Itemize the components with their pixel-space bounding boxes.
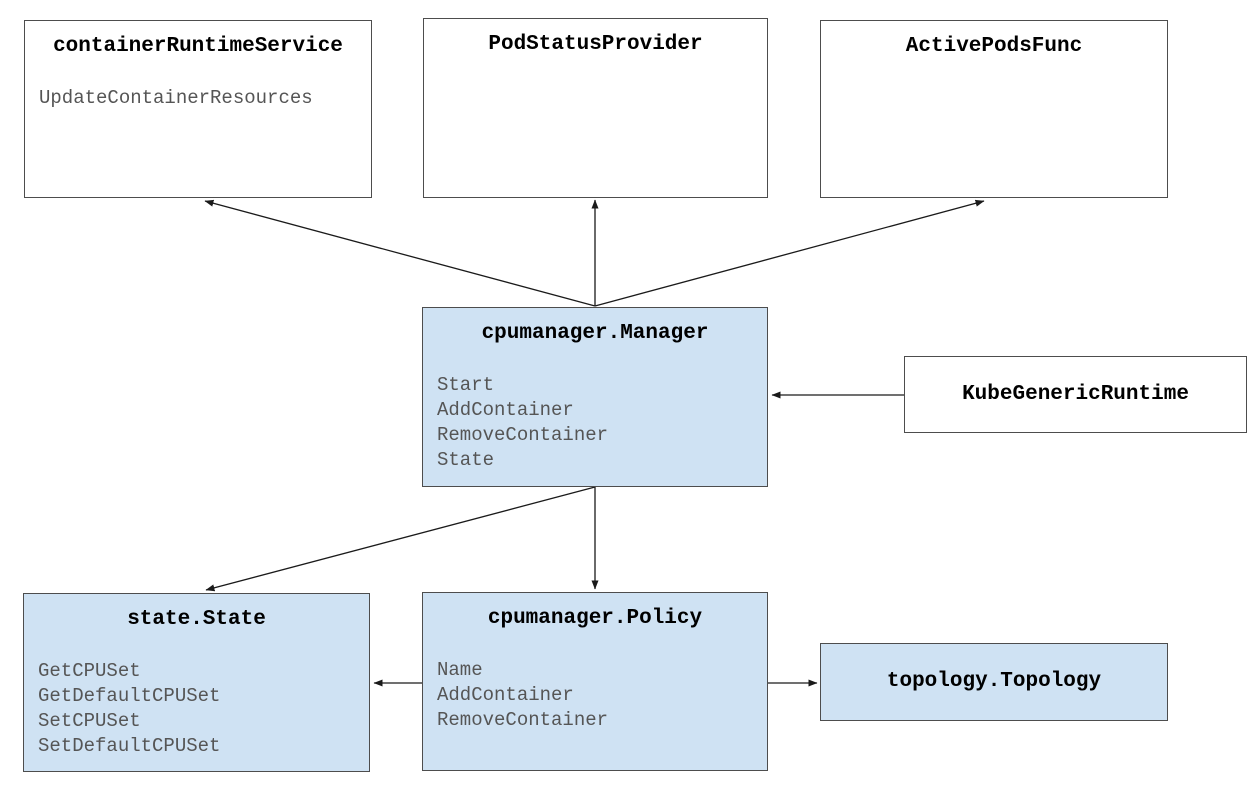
node-title: KubeGenericRuntime [962,382,1189,406]
node-methods: Start AddContainer RemoveContainer State [423,373,767,473]
node-title: containerRuntimeService [53,35,343,58]
node-pod-status-provider: PodStatusProvider [423,18,768,198]
node-state-state: state.State GetCPUSet GetDefaultCPUSet S… [23,593,370,772]
method-item: State [437,449,495,471]
node-title: state.State [127,608,266,631]
node-kube-generic-runtime: KubeGenericRuntime [904,356,1247,433]
node-active-pods-func: ActivePodsFunc [820,20,1168,198]
node-methods: UpdateContainerResources [25,86,371,111]
method-item: GetCPUSet [38,660,141,682]
node-container-runtime-service: containerRuntimeService UpdateContainerR… [24,20,372,198]
arrow-manager-to-state [205,486,596,592]
arrow-manager-to-active-pods-func [594,199,985,307]
method-item: AddContainer [437,684,574,706]
method-item: SetDefaultCPUSet [38,735,221,757]
node-title: cpumanager.Policy [487,607,703,630]
node-cpumanager-policy: cpumanager.Policy Name AddContainer Remo… [422,592,768,771]
method-item: Name [437,659,483,681]
node-topology-topology: topology.Topology [820,643,1168,721]
node-title: ActivePodsFunc [905,35,1083,58]
node-cpumanager-manager: cpumanager.Manager Start AddContainer Re… [422,307,768,487]
node-title: PodStatusProvider [488,33,703,56]
method-item: RemoveContainer [437,424,609,446]
arrow-manager-to-container-runtime-service [204,199,596,307]
node-title: cpumanager.Manager [481,322,709,345]
method-item: GetDefaultCPUSet [38,685,221,707]
method-item: UpdateContainerResources [39,87,313,109]
method-item: Start [437,374,495,396]
method-item: SetCPUSet [38,710,141,732]
node-methods: GetCPUSet GetDefaultCPUSet SetCPUSet Set… [24,659,369,759]
node-title: topology.Topology [886,670,1102,693]
method-item: AddContainer [437,399,574,421]
method-item: RemoveContainer [437,709,609,731]
node-methods: Name AddContainer RemoveContainer [423,658,767,733]
